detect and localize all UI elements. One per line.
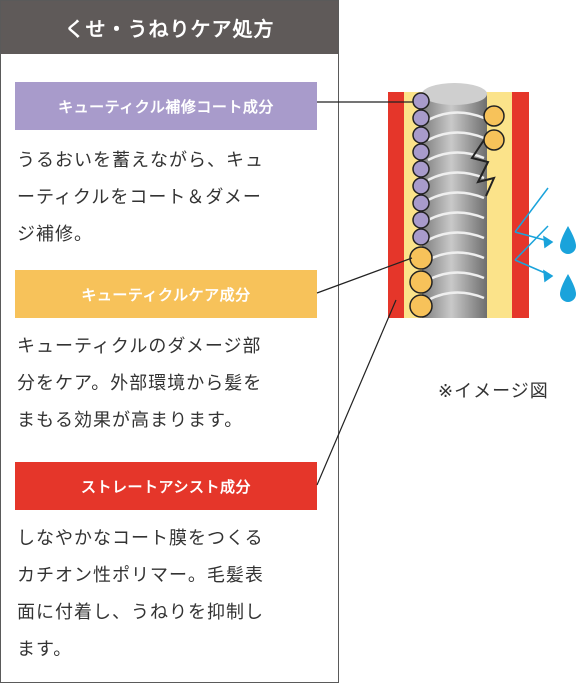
label-cuticle-care: キューティクルケア成分 bbox=[15, 270, 317, 318]
desc-cuticle-repair-coat: うるおいを蓄えながら、キュ ーティクルをコート＆ダメー ジ補修。 bbox=[17, 142, 317, 253]
desc-line: カチオン性ポリマー。毛髪表 bbox=[17, 565, 264, 586]
damage-mark-icon bbox=[470, 139, 496, 197]
illustration-note: ※イメージ図 bbox=[438, 381, 549, 402]
panel-title: くせ・うねりケア処方 bbox=[1, 1, 338, 54]
desc-line: 分をケア。外部環境から髪を bbox=[17, 373, 263, 394]
label-cuticle-repair-coat: キューティクル補修コート成分 bbox=[15, 82, 317, 130]
cuticle-scales bbox=[427, 111, 485, 302]
care-layer-right bbox=[484, 92, 512, 318]
outer-coat-right bbox=[512, 92, 529, 318]
coat-beads bbox=[412, 92, 430, 246]
label-straight-assist: ストレートアシスト成分 bbox=[15, 462, 317, 510]
water-drop-icon bbox=[560, 226, 576, 254]
leader-lines bbox=[316, 101, 413, 486]
desc-line: キューティクルのダメージ部 bbox=[17, 336, 262, 357]
water-repel-arrows bbox=[514, 187, 554, 283]
desc-line: ジ補修。 bbox=[17, 224, 93, 245]
hair-shaft-top bbox=[422, 83, 487, 105]
desc-line: しなやかなコート膜をつくる bbox=[17, 528, 264, 549]
desc-straight-assist: しなやかなコート膜をつくる カチオン性ポリマー。毛髪表 面に付着し、うねりを抑制… bbox=[17, 520, 317, 668]
desc-line: 面に付着し、うねりを抑制し bbox=[17, 602, 264, 623]
desc-cuticle-care: キューティクルのダメージ部 分をケア。外部環境から髪を まもる効果が高まります。 bbox=[17, 328, 317, 439]
outer-coat-left bbox=[388, 92, 404, 318]
desc-line: ーティクルをコート＆ダメー bbox=[17, 187, 262, 208]
desc-line: ます。 bbox=[17, 639, 73, 660]
care-beads bbox=[409, 105, 505, 318]
desc-line: うるおいを蓄えながら、キュ bbox=[17, 150, 264, 171]
desc-line: まもる効果が高まります。 bbox=[17, 410, 244, 431]
water-drop-icon bbox=[560, 274, 576, 302]
